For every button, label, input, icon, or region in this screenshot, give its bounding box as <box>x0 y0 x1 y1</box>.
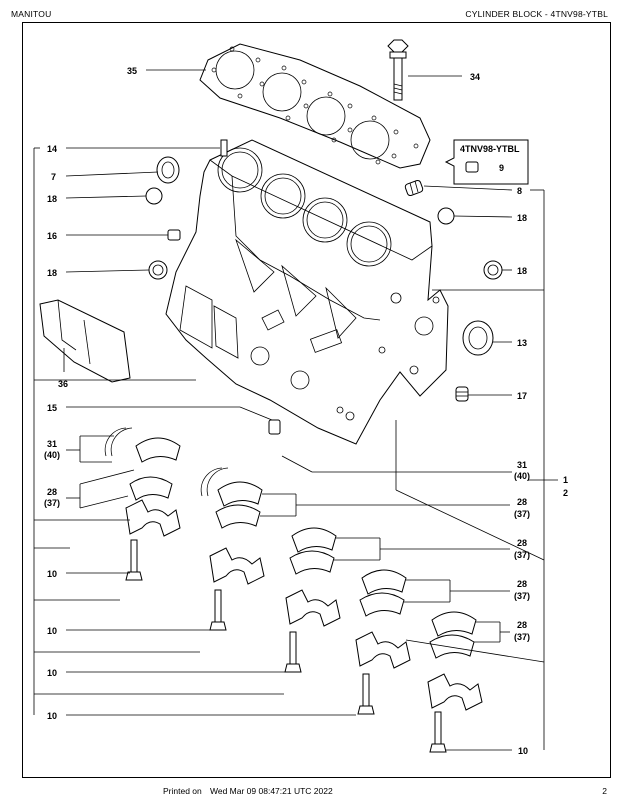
label-34: 34 <box>470 72 480 82</box>
head-bolt <box>387 39 409 101</box>
label-37-d: (37) <box>514 591 530 601</box>
label-18-c: 18 <box>517 213 527 223</box>
label-37-b: (37) <box>514 509 530 519</box>
thrust-washers-right <box>200 467 229 497</box>
label-7: 7 <box>51 172 56 182</box>
label-10-c: 10 <box>47 668 57 678</box>
label-40-left: (40) <box>44 450 60 460</box>
label-28-b: 28 <box>517 497 527 507</box>
callout-box <box>444 139 529 185</box>
bearing-shell-1 <box>129 437 181 501</box>
bearing-cap-3 <box>285 589 341 627</box>
plug-8 <box>404 179 424 197</box>
label-15: 15 <box>47 403 57 413</box>
plug-small-left <box>145 187 163 205</box>
label-37-left: (37) <box>44 498 60 508</box>
page-number: 2 <box>602 786 607 796</box>
label-8: 8 <box>517 186 522 196</box>
cap-bolt-1 <box>125 539 143 581</box>
cylinder-block <box>165 139 449 445</box>
oil-seal-left <box>148 260 168 280</box>
diagram-frame <box>22 22 611 778</box>
label-2: 2 <box>563 488 568 498</box>
brand-name: MANITOU <box>11 9 52 19</box>
bearing-cap-1 <box>125 499 181 537</box>
label-9: 9 <box>499 163 504 173</box>
label-31-right: 31 <box>517 460 527 470</box>
head-gasket <box>199 43 431 169</box>
bearing-shell-3 <box>289 527 337 575</box>
bearing-cap-2 <box>209 547 265 585</box>
cap-bolt-4 <box>357 673 375 715</box>
dowel-pin <box>220 139 228 157</box>
label-18-a: 18 <box>47 194 57 204</box>
jet-15 <box>268 419 281 435</box>
label-18-b: 18 <box>47 268 57 278</box>
bearing-shell-4 <box>359 569 407 617</box>
bushing-13 <box>462 320 494 356</box>
label-18-d: 18 <box>517 266 527 276</box>
plug-17 <box>455 386 469 402</box>
label-31-left: 31 <box>47 439 57 449</box>
label-10-d: 10 <box>47 711 57 721</box>
label-37-c: (37) <box>514 550 530 560</box>
label-10-e: 10 <box>518 746 528 756</box>
plug-large <box>156 156 180 184</box>
label-1: 1 <box>563 475 568 485</box>
bearing-shell-2 <box>215 481 263 529</box>
label-16: 16 <box>47 231 57 241</box>
label-10-a: 10 <box>47 569 57 579</box>
label-17: 17 <box>517 391 527 401</box>
plug-16 <box>167 229 181 241</box>
printed-date: Wed Mar 09 08:47:21 UTC 2022 <box>210 786 333 796</box>
label-28-left: 28 <box>47 487 57 497</box>
label-28-d: 28 <box>517 579 527 589</box>
label-28-e: 28 <box>517 620 527 630</box>
cap-bolt-3 <box>284 631 302 673</box>
plug-small-right <box>437 207 455 225</box>
bearing-shell-5 <box>429 611 477 659</box>
oil-seal-right <box>483 260 503 280</box>
label-37-e: (37) <box>514 632 530 642</box>
label-40-right: (40) <box>514 471 530 481</box>
leader-lines <box>33 69 558 751</box>
side-cover <box>39 299 131 383</box>
label-28-c: 28 <box>517 538 527 548</box>
printed-label: Printed on <box>163 786 202 796</box>
page-title: CYLINDER BLOCK - 4TNV98-YTBL <box>465 9 608 19</box>
bearing-cap-4 <box>355 631 411 669</box>
label-14: 14 <box>47 144 57 154</box>
label-35: 35 <box>127 66 137 76</box>
callout-box-title: 4TNV98-YTBL <box>460 144 520 154</box>
bearing-cap-5 <box>427 673 483 711</box>
part-labels: 35 34 14 7 18 16 18 36 15 31 (40) 28 (37… <box>44 66 568 756</box>
cap-bolt-5 <box>429 711 447 753</box>
label-10-b: 10 <box>47 626 57 636</box>
label-36: 36 <box>58 379 68 389</box>
label-13: 13 <box>517 338 527 348</box>
cap-bolt-2 <box>209 589 227 631</box>
thrust-washers-left <box>104 427 133 457</box>
